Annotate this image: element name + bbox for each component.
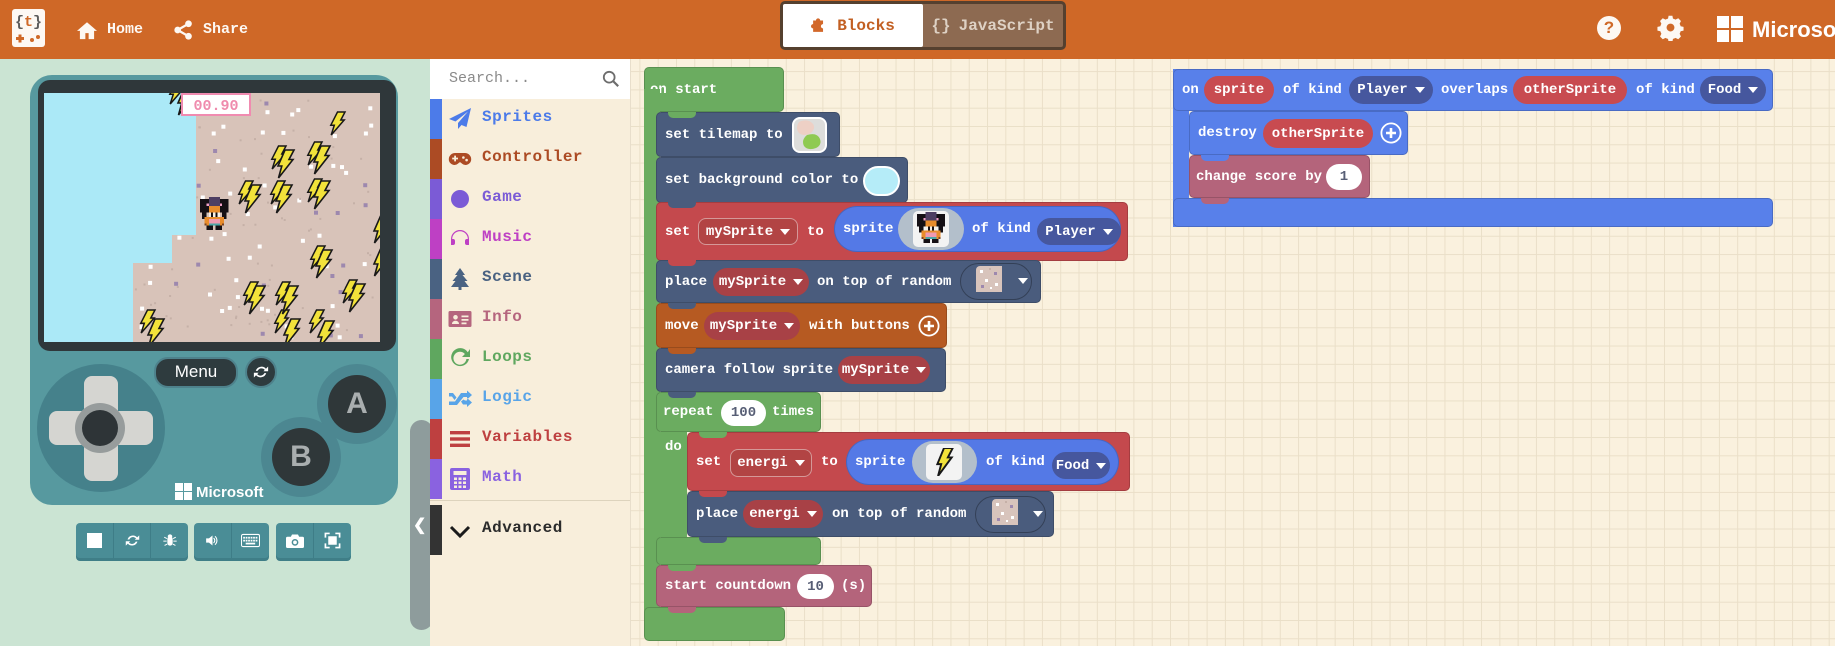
svg-text:00.90: 00.90 — [193, 98, 238, 115]
